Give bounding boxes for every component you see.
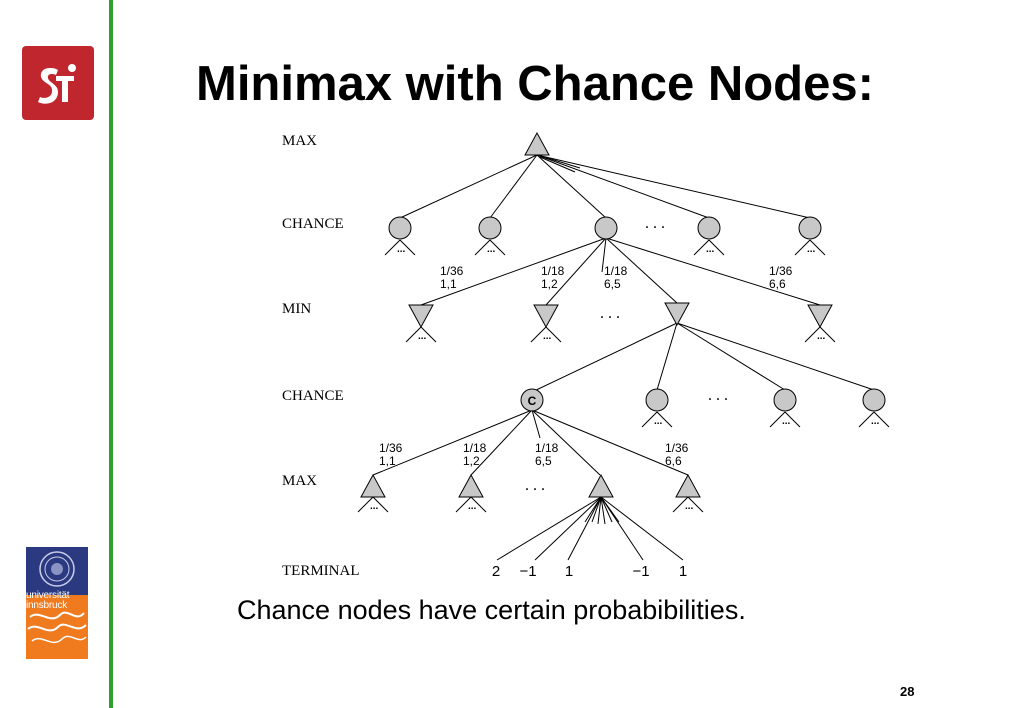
university-pattern-icon xyxy=(27,611,87,644)
subtree-marker: ... xyxy=(807,244,816,255)
chance-node-marker: C xyxy=(528,394,537,408)
ellipsis-chance-lower: . . . xyxy=(708,387,728,404)
min-node xyxy=(533,304,559,329)
chance-node xyxy=(862,388,886,412)
subtree-marker: ... xyxy=(782,416,791,427)
max-node-expanded xyxy=(588,473,614,498)
chance-node xyxy=(388,216,412,240)
max-node-root xyxy=(524,131,550,156)
university-name-line1: universität xyxy=(26,590,70,601)
terminal-value: 1 xyxy=(679,563,687,580)
branch-roll: 1,2 xyxy=(463,454,480,468)
university-name-line2: innsbruck xyxy=(26,600,67,611)
level-label-max-top: MAX xyxy=(282,133,317,149)
branch-prob: 1/18 xyxy=(541,264,565,278)
max-node xyxy=(458,473,484,498)
subtree-marker: ... xyxy=(397,244,406,255)
min-node-expanded xyxy=(664,302,690,327)
terminal-value: 2 xyxy=(492,563,500,580)
page-number: 28 xyxy=(900,684,915,699)
branch-prob: 1/36 xyxy=(379,441,403,455)
ellipsis-max: . . . xyxy=(525,477,545,494)
slide-caption: Chance nodes have certain probabibilitie… xyxy=(237,595,746,625)
chance-node xyxy=(478,216,502,240)
branch-prob: 1/36 xyxy=(440,264,464,278)
subtree-marker: ... xyxy=(468,501,477,512)
branch-prob: 1/18 xyxy=(463,441,487,455)
branch-roll: 6,5 xyxy=(535,454,552,468)
subtree-marker: ... xyxy=(370,501,379,512)
level-label-chance-lower: CHANCE xyxy=(282,388,344,404)
university-pattern-area xyxy=(26,595,88,659)
branch-prob: 1/18 xyxy=(535,441,559,455)
level-label-min: MIN xyxy=(282,301,311,317)
subtree-marker: ... xyxy=(654,416,663,427)
terminal-value: 1 xyxy=(565,563,573,580)
tree-edges xyxy=(372,154,875,561)
branch-roll: 1,1 xyxy=(379,454,396,468)
subtree-marker: ... xyxy=(487,244,496,255)
subtree-marker: ... xyxy=(543,331,552,342)
branch-prob: 1/36 xyxy=(665,441,689,455)
level-label-terminal: TERMINAL xyxy=(282,563,360,579)
branch-roll: 1,2 xyxy=(541,277,558,291)
branch-roll: 6,6 xyxy=(665,454,682,468)
slide-title: Minimax with Chance Nodes: xyxy=(196,57,874,111)
chance-node xyxy=(773,388,797,412)
chance-node xyxy=(798,216,822,240)
university-seal-area xyxy=(26,547,88,595)
subtree-marker: ... xyxy=(418,331,427,342)
branch-roll: 6,6 xyxy=(769,277,786,291)
branch-prob: 1/36 xyxy=(769,264,793,278)
university-innsbruck-logo: universität innsbruck xyxy=(26,547,88,659)
sti-logo xyxy=(22,46,94,120)
subtree-marker: ... xyxy=(706,244,715,255)
max-node xyxy=(675,473,701,498)
terminal-value: −1 xyxy=(519,563,536,580)
branch-prob: 1/18 xyxy=(604,264,628,278)
chance-node-expanded xyxy=(594,216,618,240)
subtree-marker: ... xyxy=(871,416,880,427)
level-label-chance-upper: CHANCE xyxy=(282,216,344,232)
chance-node xyxy=(645,388,669,412)
university-seal-icon xyxy=(39,551,75,587)
branch-roll: 1,1 xyxy=(440,277,457,291)
chance-node-c xyxy=(520,388,544,412)
chance-node xyxy=(697,216,721,240)
terminal-value: −1 xyxy=(632,563,649,580)
branch-roll: 6,5 xyxy=(604,277,621,291)
subtree-marker: ... xyxy=(817,331,826,342)
collapsed-subtree-stubs xyxy=(357,239,890,513)
subtree-marker: ... xyxy=(685,501,694,512)
sti-logo-icon xyxy=(38,64,76,104)
level-label-max-bottom: MAX xyxy=(282,473,317,489)
ellipsis-min: . . . xyxy=(600,305,620,322)
min-node xyxy=(807,304,833,329)
min-node xyxy=(408,304,434,329)
green-vertical-rule xyxy=(109,0,113,708)
max-node xyxy=(360,473,386,498)
ellipsis-chance-upper: . . . xyxy=(645,215,665,232)
